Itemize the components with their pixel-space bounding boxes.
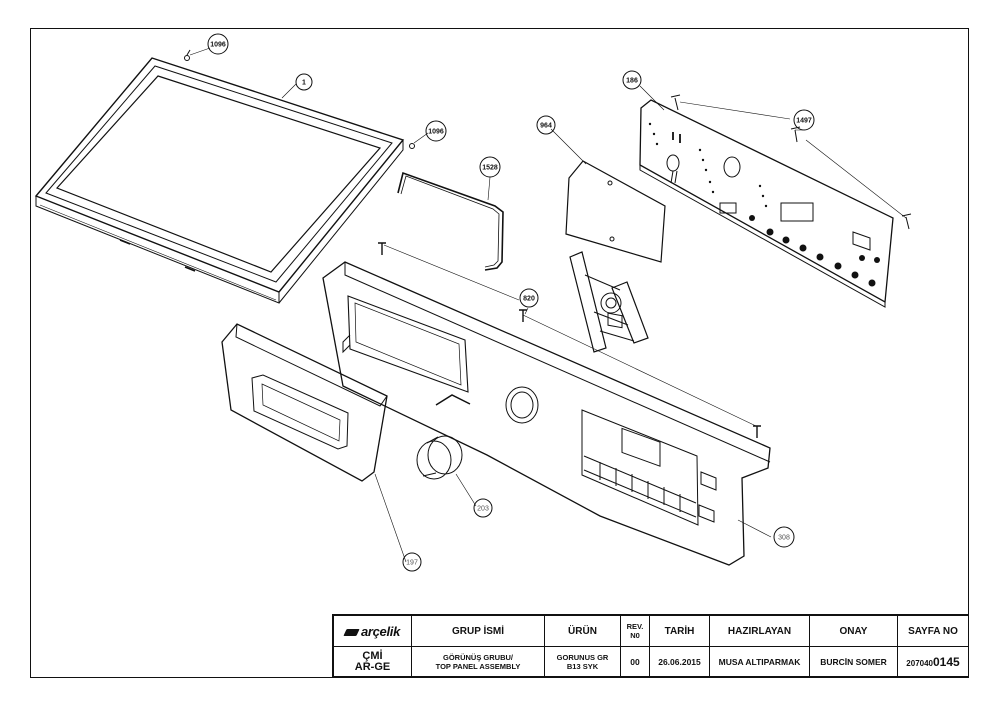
- button-keypad-part: [569, 251, 649, 353]
- control-pcb-part: [639, 99, 894, 308]
- approval-value: BURCİN SOMER: [809, 646, 898, 677]
- callout-label: 1: [302, 80, 306, 87]
- callout-circles: [207, 33, 815, 572]
- callout-label: 203: [477, 506, 489, 513]
- callout-label: 186: [626, 78, 638, 85]
- group-name-value: GÖRÜNÜŞ GRUBU/ TOP PANEL ASSEMBLY: [411, 646, 545, 677]
- top-lid-part: [34, 49, 415, 304]
- header-date: TARİH: [649, 615, 710, 647]
- header-group-name: GRUP İSMİ: [411, 615, 545, 647]
- group-name-line-1: GÖRÜNÜŞ GRUBU/: [442, 652, 513, 662]
- screws: [378, 94, 912, 438]
- callout-label: 820: [523, 296, 535, 303]
- flat-cover-part: [565, 160, 666, 329]
- page-no-suffix: 0145: [933, 654, 960, 669]
- product-line-1: GORUNUS GR: [556, 652, 609, 662]
- group-name-line-2: TOP PANEL ASSEMBLY: [435, 661, 521, 671]
- arcelik-logo-icon: [343, 629, 360, 637]
- callout-label: 1096: [428, 129, 444, 136]
- header-product: ÜRÜN: [544, 615, 621, 647]
- callout-label: 1096: [210, 42, 226, 49]
- rev-value: 00: [620, 646, 650, 677]
- callout-label: 964: [540, 123, 552, 130]
- title-block: arçelik GRUP İSMİ ÜRÜN REV. N0 TARİH HAZ…: [332, 614, 969, 678]
- department-line-2: AR-GE: [354, 660, 391, 673]
- wire-bracket-part: [397, 171, 504, 271]
- callout-label: 197: [406, 560, 418, 567]
- program-knob-part: [416, 435, 463, 480]
- date-value: 26.06.2015: [649, 646, 710, 677]
- product-value: GORUNUS GR B13 SYK: [544, 646, 621, 677]
- leader-lines: [189, 47, 907, 563]
- company-logo: arçelik: [333, 615, 412, 647]
- control-panel-part: [322, 261, 771, 566]
- header-approval: ONAY: [809, 615, 898, 647]
- callout-label: 308: [778, 535, 790, 542]
- header-rev: REV. N0: [620, 615, 650, 647]
- page-no-prefix: 207040: [906, 658, 933, 668]
- pcb-components: [648, 122, 880, 287]
- detergent-drawer-part: [221, 323, 388, 482]
- department-line-1: ÇMİ: [362, 649, 383, 662]
- product-line-2: B13 SYK: [566, 661, 599, 671]
- department-cell: ÇMİ AR-GE: [333, 646, 412, 677]
- header-prepared-by: HAZIRLAYAN: [709, 615, 810, 647]
- callout-label: 1497: [796, 118, 812, 125]
- logo-text: arçelik: [360, 623, 401, 639]
- page-no-value: 2070400145: [897, 646, 969, 677]
- header-page-no: SAYFA NO: [897, 615, 969, 647]
- callout-label: 1528: [482, 165, 498, 172]
- prepared-by-value: MUSA ALTIPARMAK: [709, 646, 810, 677]
